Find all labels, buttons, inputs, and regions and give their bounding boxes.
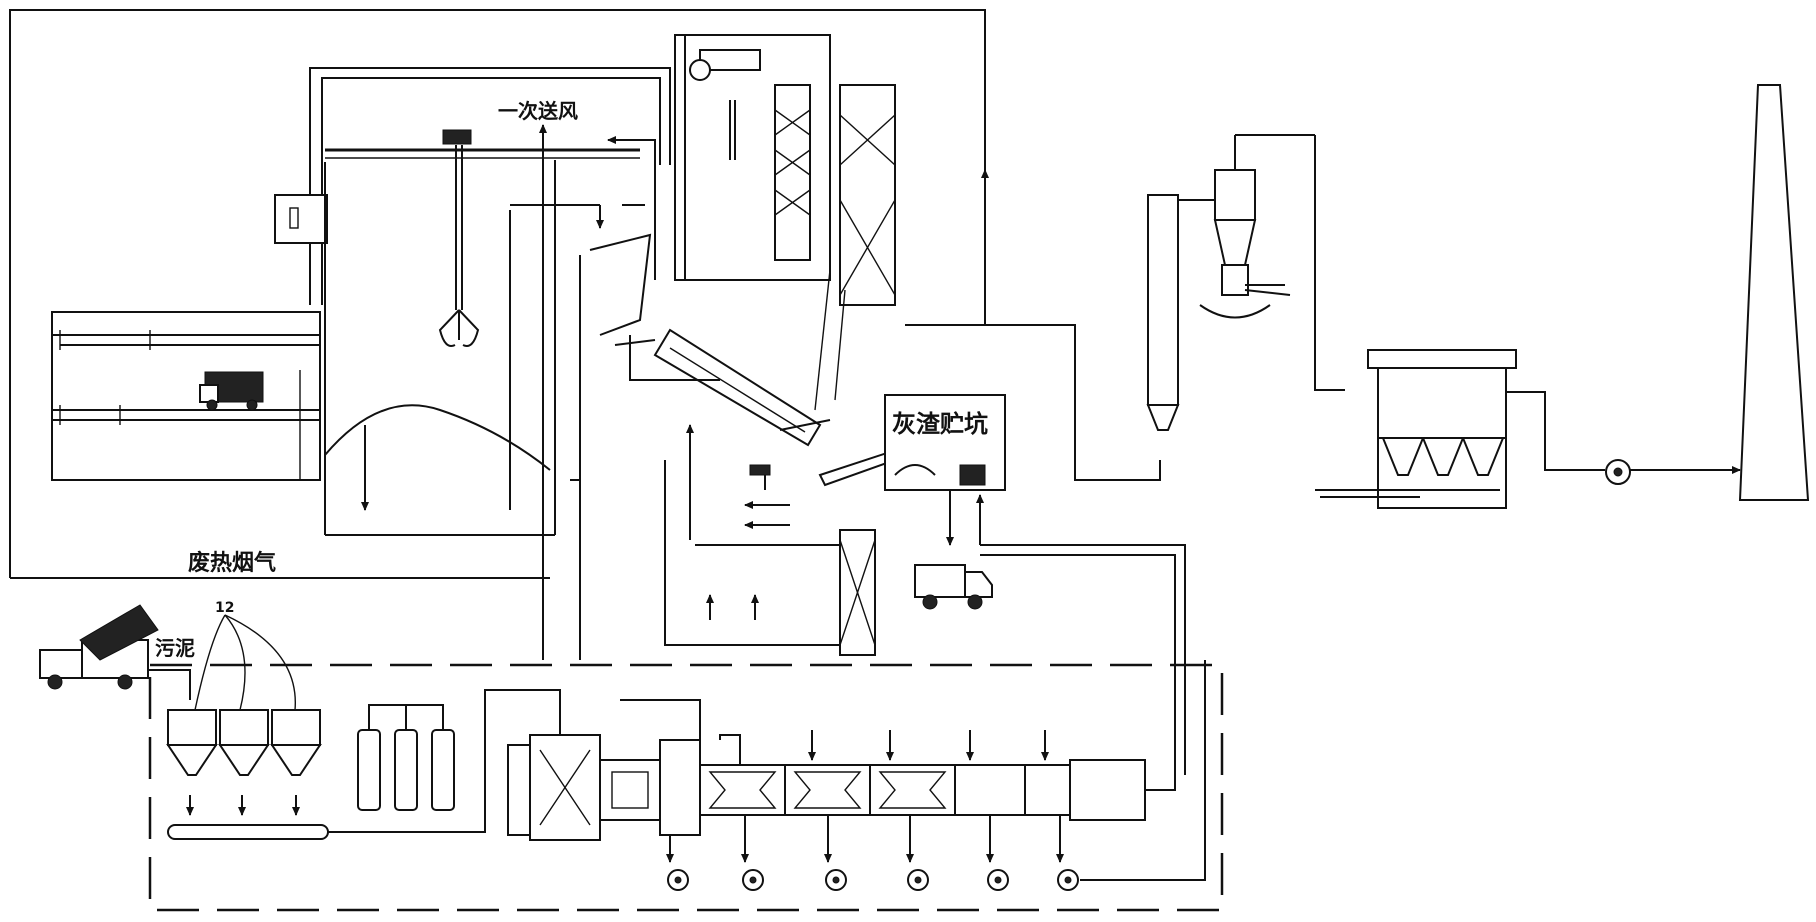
sludge-dryer-train	[507, 554, 1176, 841]
fan-icon	[666, 815, 1079, 891]
waste-heat-loop	[9, 9, 989, 579]
cyclone-icon	[1146, 134, 1315, 431]
waste-heat-flue-gas-label: 废热烟气	[188, 550, 276, 576]
baghouse-icon	[1315, 349, 1517, 509]
ash-pit-label: 灰渣贮坑	[892, 410, 988, 438]
truck-icon	[39, 604, 159, 690]
silo-icon	[166, 709, 329, 840]
truck-icon	[914, 564, 993, 610]
waste-bunker-building	[51, 311, 321, 481]
fan-icon	[1605, 459, 1631, 485]
sludge-label: 污泥	[155, 636, 195, 660]
incinerator-boiler	[570, 34, 897, 660]
truck-icon	[199, 371, 264, 411]
primary-air-label: 一次送风	[498, 99, 578, 123]
primary-air-line: 一次送风	[498, 99, 656, 660]
waste-bunker	[274, 67, 671, 536]
tank-number-label: 12	[215, 600, 234, 616]
ash-pit: 灰渣贮坑	[884, 394, 1186, 775]
chimney-icon	[1738, 84, 1810, 501]
gas-cylinder-icon	[357, 704, 455, 811]
grab-crane-icon	[438, 145, 480, 347]
